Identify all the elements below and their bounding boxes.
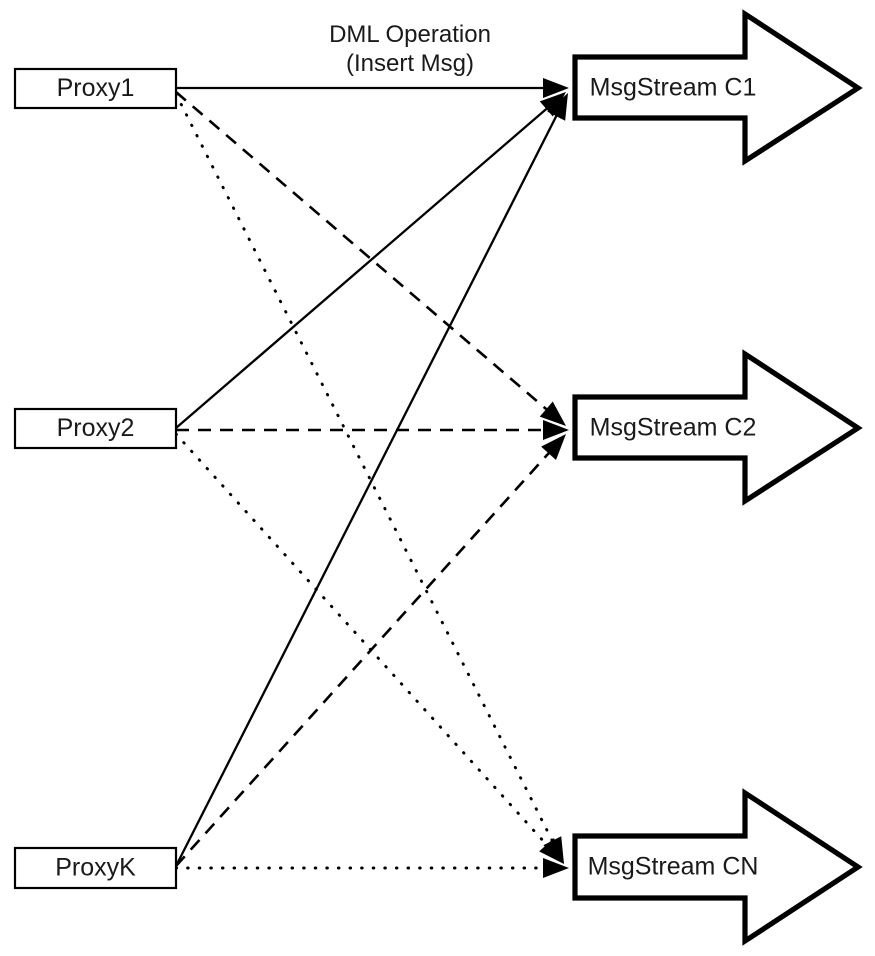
stream-c1-label: MsgStream C1 [590,74,757,102]
stream-cn[interactable]: MsgStream CN [572,788,863,946]
edge-proxy2-cn-arrowhead [539,837,564,864]
proxyK-label: ProxyK [55,854,136,882]
proxy1-label: Proxy1 [57,74,135,102]
proxy1-box [13,67,178,110]
arrowheads-layer [539,78,569,878]
proxy2-box [13,407,178,450]
edge-proxy2-c2-arrowhead [543,420,569,440]
stream-c1[interactable]: MsgStream C1 [572,9,863,166]
edge-proxyK-c1 [174,105,563,867]
proxy1-node[interactable]: Proxy1 [13,67,178,110]
proxyK-node[interactable]: ProxyK [13,846,178,890]
edge-proxy2-c1 [175,100,556,429]
streams-layer: MsgStream C1 MsgStream C2 MsgStream CN [572,9,863,946]
edge-proxy1-c1-arrowhead [543,78,569,98]
caption-line-1: DML Operation [329,21,491,48]
caption-line-2: (Insert Msg) [346,50,474,77]
stream-c2[interactable]: MsgStream C2 [572,349,863,506]
edge-proxyK-cn-arrowhead [543,858,569,878]
stream-cn-label: MsgStream CN [588,853,759,881]
edge-proxyK-c2 [175,443,558,867]
edge-proxy2-cn [174,432,556,855]
edge-proxy1-cn [174,92,560,853]
edge-proxy1-c2 [175,91,556,418]
edge-proxyK-c1-arrowhead [547,93,568,121]
proxy2-node[interactable]: Proxy2 [13,407,178,450]
edge-proxy1-c2-arrowhead [539,401,566,426]
stream-c2-shape [572,349,863,506]
edge-proxy2-c1-arrowhead [539,92,566,117]
edge-proxyK-c2-arrowhead [541,434,566,460]
edges-layer [174,86,563,870]
stream-c2-label: MsgStream C2 [590,414,757,442]
dml-operation-caption: DML Operation (Insert Msg) [329,21,491,77]
stream-cn-shape [572,788,863,946]
proxyK-box [13,846,178,890]
proxy2-label: Proxy2 [57,414,135,442]
stream-c1-shape [572,9,863,166]
